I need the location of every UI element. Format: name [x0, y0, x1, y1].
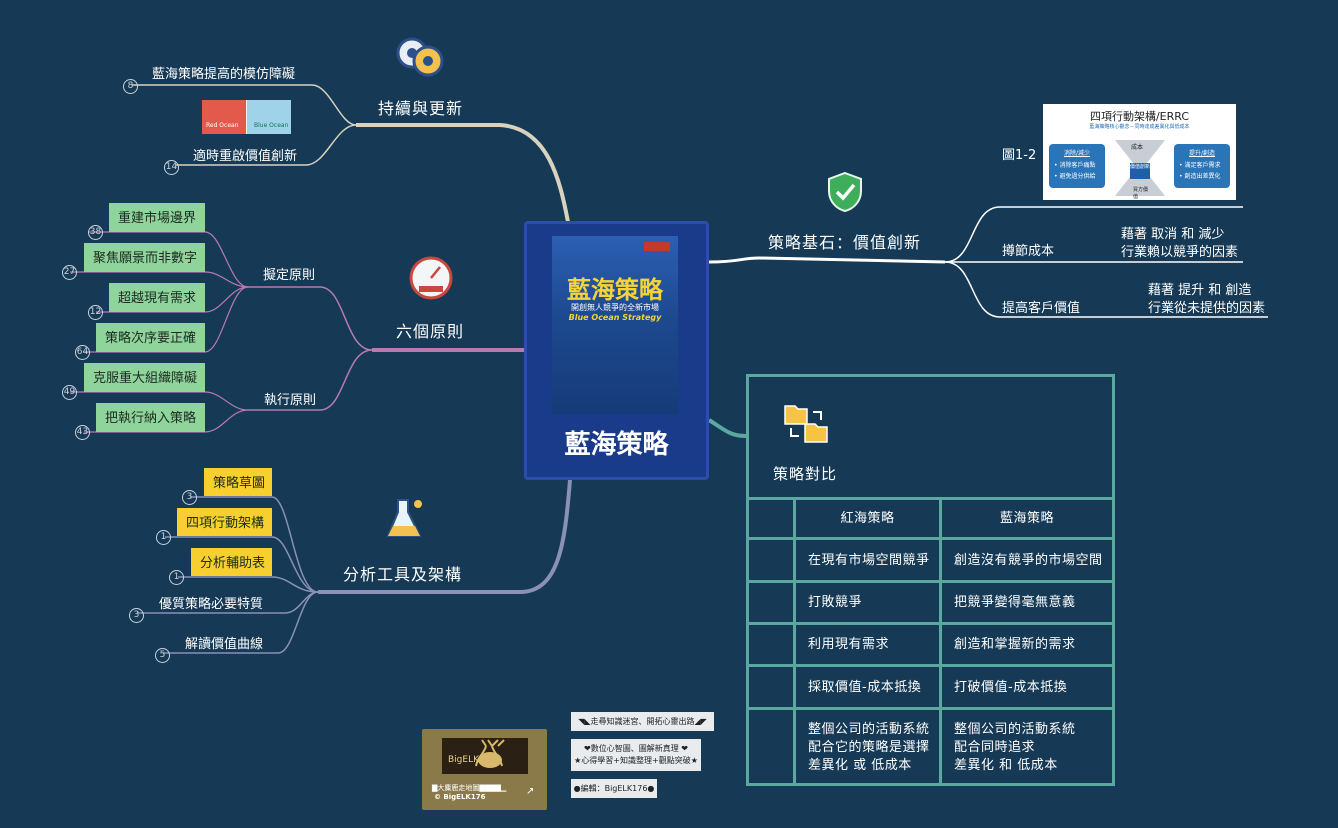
note-tagline: ❤數位心智圖、圖解新真理 ❤ ★心得學習+知識整理+觀點突破★ [571, 739, 701, 771]
author-card[interactable]: BigELK ▇大麋鹿走地圖▇▇▇▇▁ © BigELK176 ↗ [422, 729, 547, 810]
svg-text:BigELK: BigELK [448, 755, 480, 765]
branch-compare-title[interactable]: 策略對比 [773, 465, 838, 483]
external-link-icon[interactable]: ↗ [526, 786, 535, 797]
note-raise-value-line2: 行業從未提供的因素 [1148, 301, 1266, 316]
count-badge: 12 [88, 305, 103, 320]
leaf-cut-cost[interactable]: 撙節成本 [1002, 244, 1055, 259]
leaf-value-curve[interactable]: 解讀價值曲線 [185, 637, 264, 652]
errc-subtitle: 藍海策略核心觀念－同時達成差異化與低成本 [1089, 124, 1190, 130]
book-cover-image: 藍海策略 開創無人競爭的全新市場 Blue Ocean Strategy [552, 236, 678, 414]
branch-sustain-title[interactable]: 持續與更新 [378, 99, 464, 118]
errc-figure: 四項行動架構/ERRC 藍海策略核心觀念－同時達成差異化與低成本 消除/減少 •… [1043, 104, 1236, 200]
count-badge: 27 [62, 265, 77, 280]
count-badge: 3 [129, 608, 144, 623]
errc-raise-create-box: 提升/創造 • 滿足客戶需求 • 創造出差異化 [1174, 144, 1230, 188]
leaf-imitation-barrier[interactable]: 藍海策略提高的模仿障礙 [152, 67, 296, 82]
cell-blue-2: 把競爭變得毫無意義 [954, 595, 1076, 610]
leaf-strategic-sequence[interactable]: 策略次序要正確 [96, 323, 205, 352]
note-editor: ●編輯：BigELK176● [571, 779, 657, 798]
cell-blue-3: 創造和掌握新的需求 [954, 637, 1076, 652]
note-cut-cost-line1: 藉著 取消 和 減少 [1121, 227, 1225, 242]
count-badge: 43 [75, 425, 90, 440]
count-badge: 1 [156, 530, 171, 545]
author-card-copyright: © BigELK176 [434, 793, 486, 801]
cell-blue-4: 打破價值-成本抵換 [954, 680, 1068, 695]
cell-red-1: 在現有市場空間競爭 [808, 553, 930, 568]
branch-value-innovation-title[interactable]: 策略基石：價值創新 [768, 233, 922, 252]
figure-label: 圖1-2 [1002, 148, 1037, 163]
group-formulation-principles[interactable]: 擬定原則 [263, 268, 316, 283]
branch-tools-title[interactable]: 分析工具及架構 [343, 565, 463, 584]
central-topic-title: 藍海策略 [564, 430, 669, 460]
leaf-strategy-canvas[interactable]: 策略草圖 [204, 468, 272, 496]
leaf-beyond-demand[interactable]: 超越現有需求 [109, 283, 205, 312]
elk-logo: BigELK [442, 738, 528, 774]
leaf-focus-vision[interactable]: 聚焦願景而非數字 [84, 243, 205, 272]
leaf-analysis-grid[interactable]: 分析輔助表 [191, 548, 272, 576]
note-raise-value-line1: 藉著 提升 和 創造 [1148, 283, 1252, 298]
errc-eliminate-reduce-box: 消除/減少 • 消除客戶痛點 • 避免過分供給 [1049, 144, 1105, 188]
errc-title: 四項行動架構/ERRC [1089, 110, 1190, 123]
folder-swap-icon [783, 402, 831, 446]
publisher-logo [644, 242, 670, 251]
cell-blue-5: 整個公司的活動系統 配合同時追求 差異化 和 低成本 [954, 722, 1076, 773]
cover-english-title: Blue Ocean Strategy [568, 313, 662, 322]
leaf-restart-innovation[interactable]: 適時重啟價值創新 [193, 149, 298, 164]
cell-red-4: 採取價值-成本抵換 [808, 680, 922, 695]
count-badge: 49 [62, 385, 77, 400]
red-blue-ocean-image: Red Ocean Blue Ocean [202, 100, 291, 134]
leaf-reconstruct-boundaries[interactable]: 重建市場邊界 [109, 203, 205, 232]
count-badge: 64 [75, 345, 90, 360]
cell-red-2: 打敗競爭 [808, 595, 863, 610]
count-badge: 5 [155, 648, 170, 663]
count-badge: 1 [169, 570, 184, 585]
cover-subtitle: 開創無人競爭的全新市場 [571, 303, 659, 312]
header-blue-ocean: 藍海策略 [999, 511, 1054, 526]
leaf-build-execution[interactable]: 把執行納入策略 [96, 403, 205, 432]
note-slogan: ◥◣走尋知識迷宮、開拓心靈出路◢◤ [571, 712, 714, 731]
comparison-table-header-area [749, 377, 1112, 500]
cell-blue-1: 創造沒有競爭的市場空間 [954, 553, 1103, 568]
gauge-icon [409, 256, 453, 300]
leaf-four-actions[interactable]: 四項行動架構 [177, 508, 272, 536]
count-badge: 8 [123, 79, 138, 94]
leaf-overcome-hurdles[interactable]: 克服重大組織障礙 [84, 363, 205, 392]
cell-red-3: 利用現有需求 [808, 637, 890, 652]
note-cut-cost-line2: 行業賴以競爭的因素 [1121, 245, 1239, 260]
cell-red-5: 整個公司的活動系統 配合它的策略是選擇 差異化 或 低成本 [808, 722, 930, 773]
count-badge: 38 [88, 225, 103, 240]
count-badge: 3 [182, 490, 197, 505]
shield-check-icon [826, 171, 864, 213]
leaf-raise-value[interactable]: 提高客戶價值 [1002, 301, 1081, 316]
leaf-good-strategy-traits[interactable]: 優質策略必要特質 [159, 597, 264, 612]
flask-icon [384, 496, 428, 542]
film-reels-icon [396, 37, 446, 79]
group-execution-principles[interactable]: 執行原則 [264, 393, 317, 408]
branch-principles-title[interactable]: 六個原則 [396, 322, 465, 341]
cover-title: 藍海策略 [567, 275, 663, 304]
count-badge: 14 [164, 160, 179, 175]
author-card-title: ▇大麋鹿走地圖▇▇▇▇▁ [432, 784, 507, 792]
header-red-ocean: 紅海策略 [840, 511, 895, 526]
